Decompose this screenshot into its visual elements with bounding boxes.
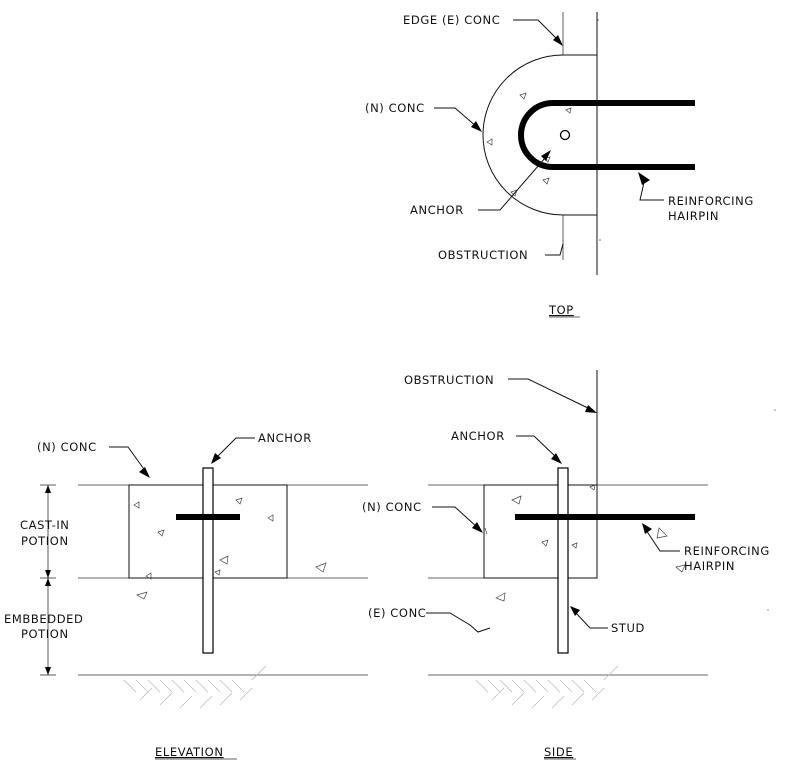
leader-obstruction-top	[545, 243, 564, 256]
aggregate-marks-top	[486, 19, 601, 241]
arrow-obstruction-side	[585, 405, 597, 413]
label-hairpin-side-1: REINFORCING	[684, 544, 770, 558]
leader-anchor-side	[516, 435, 558, 459]
leader-new-conc-elev	[109, 446, 147, 473]
label-new-conc-top: (N) CONC	[365, 101, 425, 115]
anchor-circle	[559, 129, 571, 141]
aggregate-marks-elevation	[133, 497, 327, 600]
label-embedded-2: POTION	[21, 627, 69, 641]
soil-hatch-side	[475, 665, 619, 709]
arrow-new-conc-side	[472, 522, 483, 533]
arrow-anchor-top	[541, 150, 551, 161]
label-anchor-elev: ANCHOR	[258, 431, 312, 445]
label-existing-conc: (E) CONC	[368, 606, 426, 620]
leader-new-conc-top	[434, 107, 478, 128]
leader-hairpin-side	[645, 529, 680, 552]
anchor-stud-elevation	[202, 467, 214, 654]
new-concrete-outline	[482, 54, 597, 216]
arrow-hairpin-side	[642, 523, 652, 534]
label-stud: STUD	[611, 621, 645, 635]
label-cast-in-2: POTION	[21, 534, 69, 548]
label-new-conc-side: (N) CONC	[362, 500, 422, 514]
leader-obstruction-side	[508, 378, 593, 411]
label-hairpin-side-2: HAIRPIN	[684, 559, 735, 573]
label-edge-conc: EDGE (E) CONC	[403, 13, 500, 27]
elevation-view: (N) CONC ANCHOR CAST-IN POTION EMBBEDDED…	[4, 431, 368, 759]
arrow-edge-conc	[553, 35, 563, 46]
arrow-anchor-side	[551, 453, 562, 464]
title-side: SIDE	[544, 745, 573, 759]
title-top: TOP	[548, 303, 574, 317]
leader-edge-conc	[513, 19, 561, 43]
label-new-conc-elev: (N) CONC	[37, 440, 97, 454]
label-obstruction-side: OBSTRUCTION	[404, 373, 494, 387]
label-anchor-top: ANCHOR	[410, 203, 464, 217]
leader-existing-conc	[426, 612, 491, 633]
arrow-hairpin-top	[638, 172, 650, 185]
anchor-stud-side	[557, 467, 569, 654]
label-cast-in-1: CAST-IN	[20, 518, 70, 532]
leader-hairpin-top	[639, 177, 664, 201]
leader-anchor-top	[478, 157, 546, 211]
leader-new-conc-side	[432, 506, 479, 529]
label-obstruction-top: OBSTRUCTION	[438, 248, 528, 262]
label-anchor-side: ANCHOR	[451, 429, 505, 443]
title-elevation: ELEVATION	[155, 745, 224, 759]
side-view: OBSTRUCTION ANCHOR (N) CONC (E) CONC STU…	[362, 370, 770, 759]
new-concrete-block-side	[483, 484, 598, 579]
aggregate-marks-side	[484, 484, 686, 602]
reinforcing-hairpin-bar	[518, 100, 695, 170]
top-view: EDGE (E) CONC (N) CONC ANCHOR OBSTRUCTIO…	[365, 12, 754, 317]
label-hairpin-top-1: REINFORCING	[668, 194, 754, 208]
leader-anchor-elev	[215, 437, 255, 459]
leader-stud	[574, 611, 608, 629]
arrow-new-conc-elev	[139, 467, 150, 478]
soil-hatch-elevation	[123, 665, 267, 709]
arrow-anchor-elev	[211, 453, 221, 464]
label-embedded-1: EMBBEDDED	[4, 612, 83, 626]
arrow-new-conc-top	[471, 121, 482, 132]
label-hairpin-top-2: HAIRPIN	[668, 209, 719, 223]
arrow-stud	[570, 606, 580, 616]
